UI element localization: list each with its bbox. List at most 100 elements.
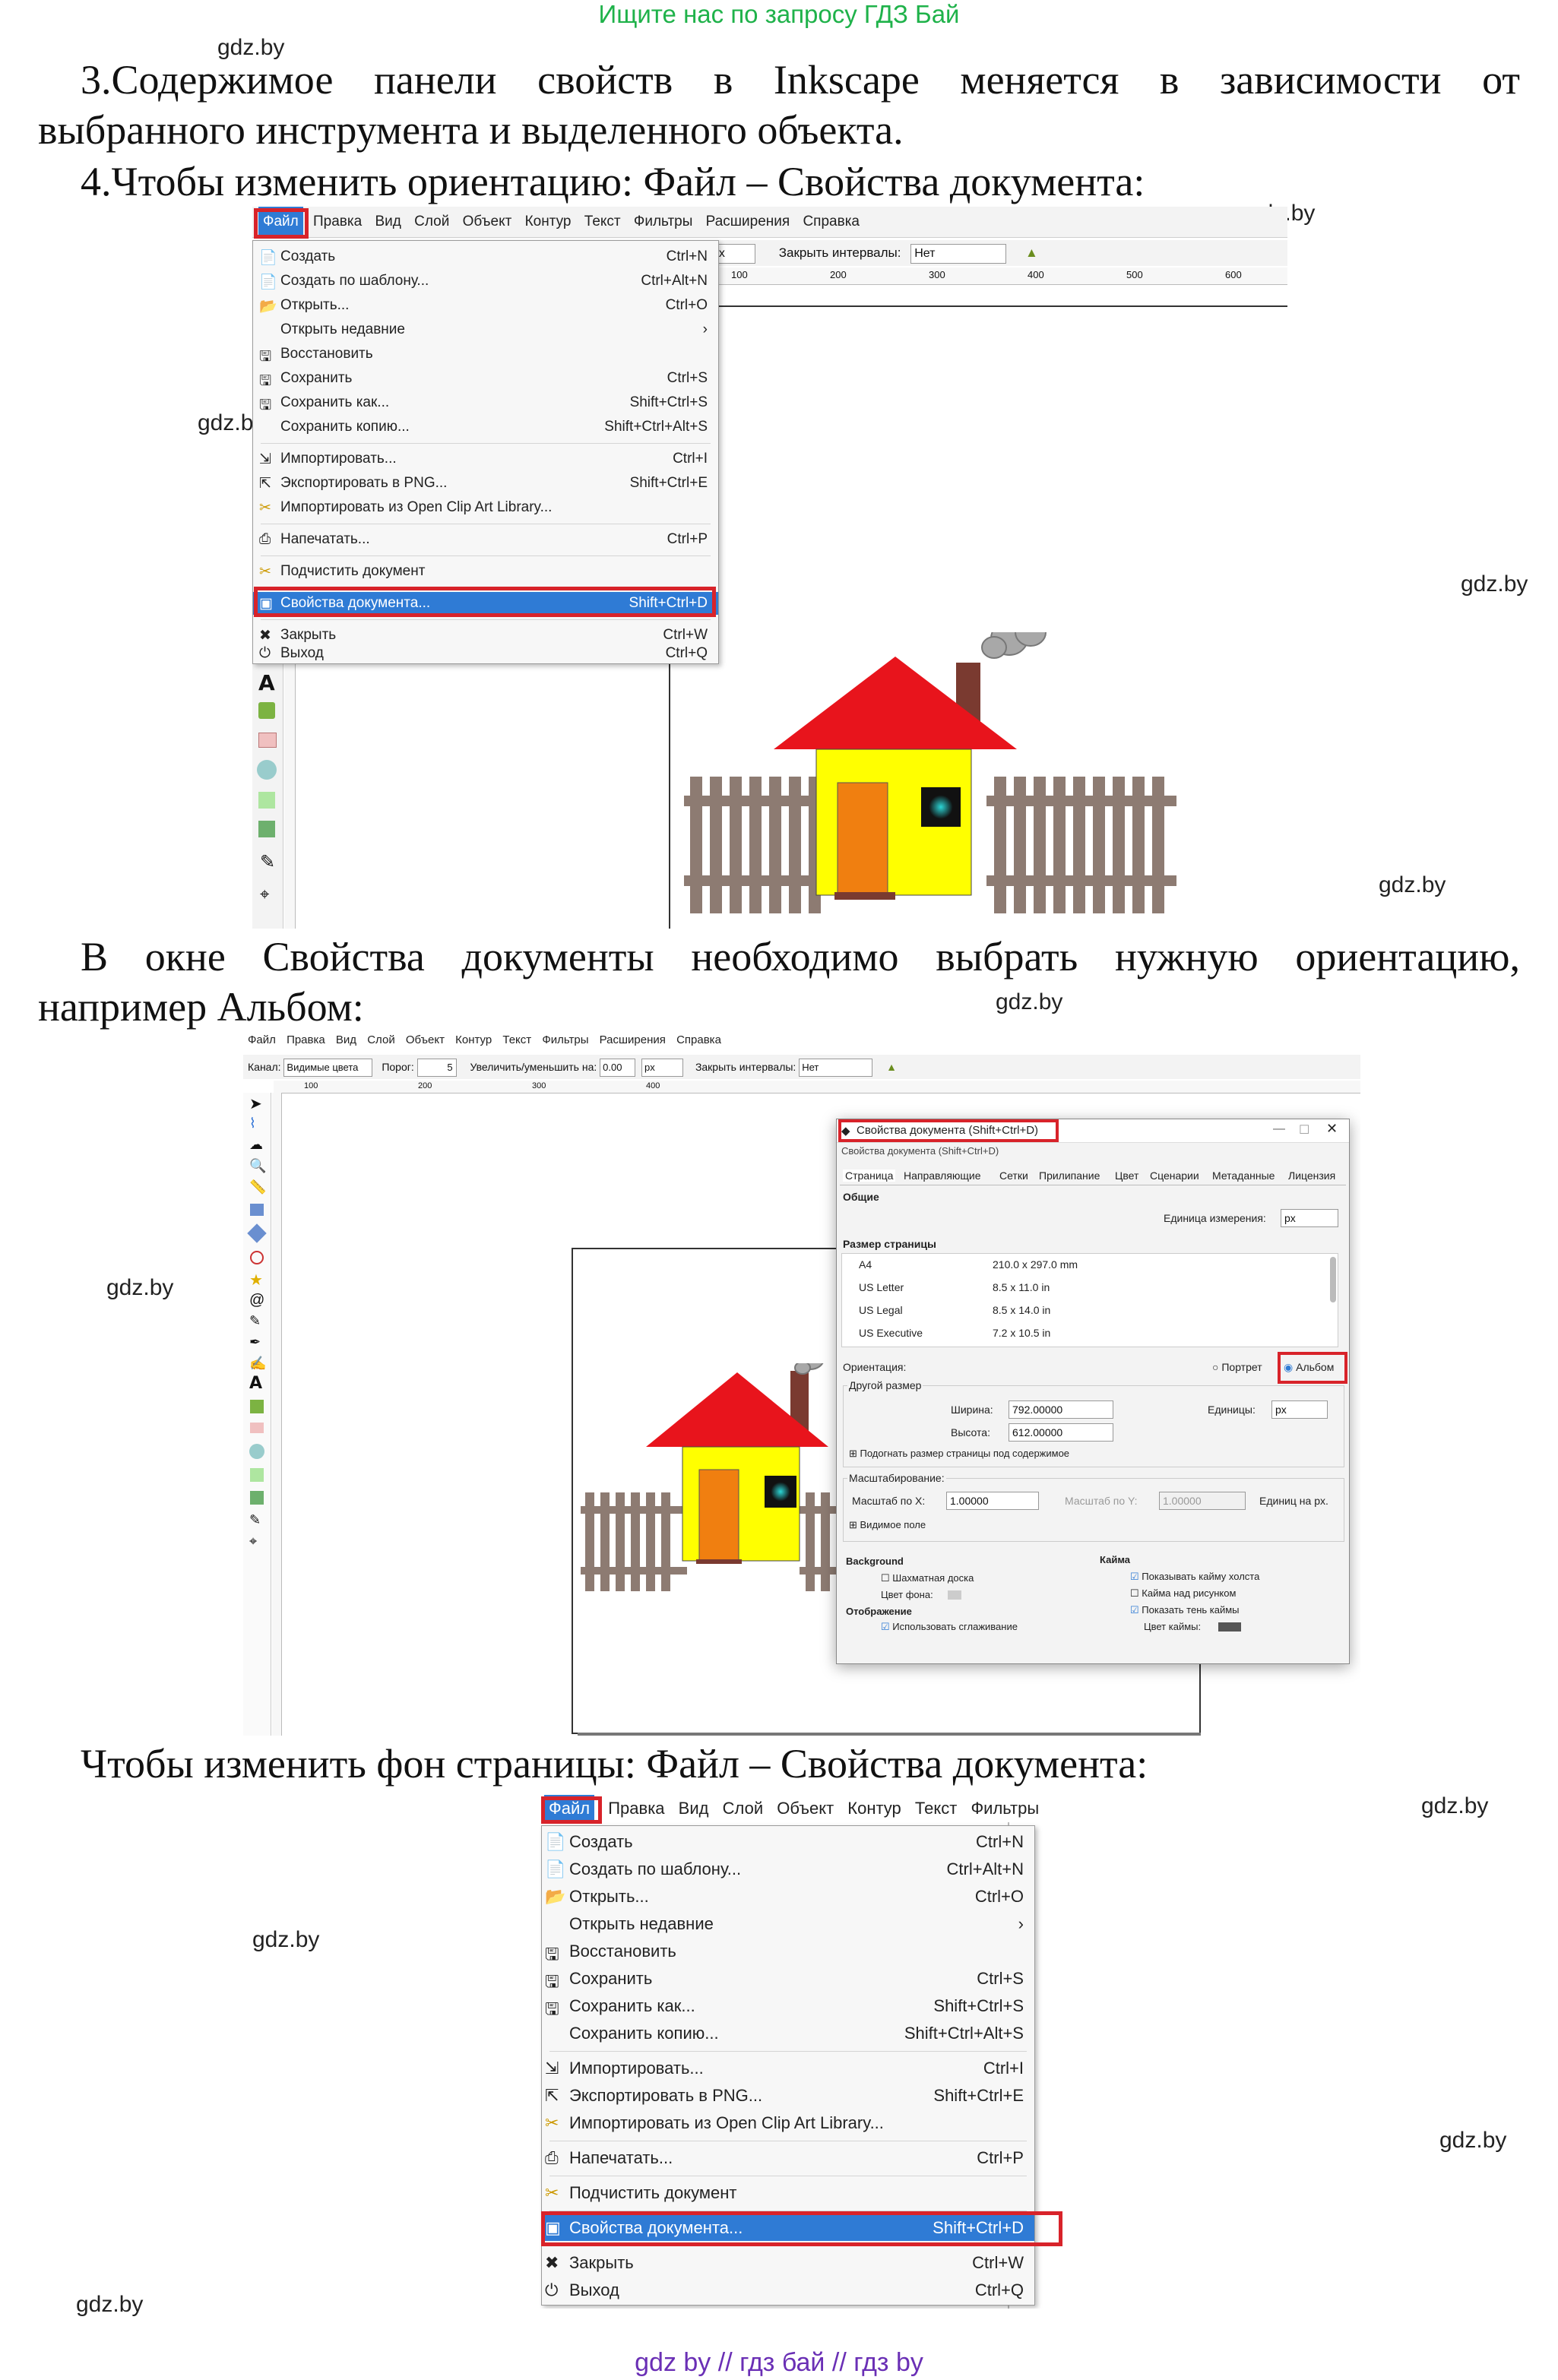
gradient-tool-icon[interactable] <box>250 1468 264 1482</box>
menu-item-revert[interactable]: 🖫Восстановить <box>545 1942 676 1964</box>
scale-y-input[interactable]: 1.00000 <box>1159 1492 1246 1510</box>
text-tool-icon[interactable]: A <box>249 1374 263 1393</box>
menu-filters[interactable]: Фильтры <box>542 1033 589 1046</box>
menu-layer[interactable]: Слой <box>414 214 450 229</box>
connector-tool-icon[interactable]: ⌖ <box>249 1533 258 1549</box>
menu-item-document-properties[interactable]: ▣Свойства документа...Shift+Ctrl+D <box>253 592 718 615</box>
menu-item-import[interactable]: ⇲Импортировать...Ctrl+I <box>545 2059 1024 2078</box>
menu-item-print[interactable]: ⎙Напечатать...Ctrl+P <box>545 2148 1024 2167</box>
menu-item-vacuum[interactable]: ✂Подчистить документ <box>545 2183 737 2202</box>
menu-view[interactable]: Вид <box>678 1799 709 1818</box>
connector-tool-icon[interactable]: ⌖ <box>260 885 270 904</box>
menu-text[interactable]: Текст <box>914 1799 958 1818</box>
menu-item-save-copy[interactable]: Сохранить копию...Shift+Ctrl+Alt+S <box>569 2024 1024 2043</box>
menu-layer[interactable]: Слой <box>722 1799 764 1818</box>
tab-page[interactable]: Страница <box>843 1169 896 1182</box>
spray-tool-icon[interactable] <box>250 1400 264 1413</box>
paint-bucket-icon[interactable] <box>249 1444 264 1459</box>
calligraphy-tool-icon[interactable]: ✍ <box>249 1356 267 1371</box>
menu-path[interactable]: Контур <box>847 1799 901 1818</box>
menu-extensions[interactable]: Расширения <box>599 1033 666 1046</box>
menu-item-open[interactable]: 📂Открыть...Ctrl+O <box>545 1887 1024 1906</box>
menu-view[interactable]: Вид <box>375 214 401 229</box>
grow-spin[interactable]: 0.00 <box>600 1059 636 1078</box>
portrait-radio[interactable]: ○ Портрет <box>1212 1361 1262 1373</box>
menu-layer[interactable]: Слой <box>367 1033 395 1046</box>
menu-item-new-from-template[interactable]: 📄Создать по шаблону...Ctrl+Alt+N <box>259 273 708 290</box>
tab-grids[interactable]: Сетки <box>999 1169 1028 1182</box>
gradient-tool-icon[interactable] <box>258 792 275 809</box>
menu-filters[interactable]: Фильтры <box>971 1799 1040 1818</box>
show-border-checkbox[interactable]: ☑ Показывать кайму холста <box>1130 1571 1260 1582</box>
minimize-button[interactable]: — <box>1273 1122 1285 1135</box>
menu-item-print[interactable]: ⎙Напечатать...Ctrl+P <box>259 531 708 547</box>
menu-filters[interactable]: Фильтры <box>633 214 693 229</box>
bg-color-swatch[interactable] <box>948 1590 961 1600</box>
height-input[interactable]: 612.00000 <box>1009 1423 1113 1442</box>
menu-item-save-copy[interactable]: Сохранить копию...Shift+Ctrl+Alt+S <box>280 419 708 435</box>
menu-object[interactable]: Объект <box>462 214 512 229</box>
menu-text[interactable]: Текст <box>502 1033 532 1046</box>
measure-tool-icon[interactable]: 📏 <box>249 1179 267 1195</box>
menu-extensions[interactable]: Расширения <box>705 214 790 229</box>
snap-icon[interactable]: ▲ <box>886 1061 897 1073</box>
menu-edit[interactable]: Правка <box>313 214 363 229</box>
viewbox-expander[interactable]: ⊞ Видимое поле <box>849 1519 926 1530</box>
display-unit-select[interactable]: px <box>1281 1209 1338 1227</box>
snap-select[interactable]: Нет <box>910 243 1007 264</box>
antialias-checkbox[interactable]: ☑ Использовать сглаживание <box>881 1621 1018 1632</box>
spray-tool-icon[interactable] <box>258 702 275 719</box>
menu-item-import-clipart[interactable]: ✂Импортировать из Open Clip Art Library.… <box>259 499 553 516</box>
units-select[interactable]: px <box>1271 1400 1328 1419</box>
pencil-tool-icon[interactable]: ✎ <box>249 1313 261 1328</box>
menu-help[interactable]: Справка <box>676 1033 721 1046</box>
selector-tool-icon[interactable]: ➤ <box>249 1096 262 1112</box>
pen-tool-icon[interactable]: ✒ <box>249 1334 261 1350</box>
text-tool-icon[interactable]: A <box>258 670 275 695</box>
menu-path[interactable]: Контур <box>524 214 572 229</box>
tab-snap[interactable]: Прилипание <box>1039 1169 1100 1182</box>
scale-x-input[interactable]: 1.00000 <box>946 1492 1039 1510</box>
menu-item-export-png[interactable]: ⇱Экспортировать в PNG...Shift+Ctrl+E <box>545 2086 1024 2105</box>
menu-path[interactable]: Контур <box>455 1033 492 1046</box>
menu-edit[interactable]: Правка <box>608 1799 665 1818</box>
menu-item-open-recent[interactable]: Открыть недавние› <box>280 321 708 337</box>
checkerboard-checkbox[interactable]: ☐ Шахматная доска <box>881 1572 974 1584</box>
zoom-tool-icon[interactable]: 🔍 <box>249 1158 267 1173</box>
menu-item-revert[interactable]: 🖫Восстановить <box>259 346 373 365</box>
menu-item-save-as[interactable]: 🖫Сохранить как...Shift+Ctrl+S <box>259 394 708 413</box>
menu-object[interactable]: Объект <box>777 1799 834 1818</box>
menu-object[interactable]: Объект <box>405 1033 445 1046</box>
tweak-tool-icon[interactable]: ☁ <box>249 1137 263 1152</box>
eraser-tool-icon[interactable] <box>250 1423 264 1433</box>
tab-color[interactable]: Цвет <box>1115 1169 1139 1182</box>
fit-page-expander[interactable]: ⊞ Подогнать размер страницы под содержим… <box>849 1448 1070 1459</box>
paint-bucket-icon[interactable] <box>257 760 277 780</box>
3dbox-tool-icon[interactable] <box>247 1223 267 1243</box>
menu-item-open[interactable]: 📂Открыть...Ctrl+O <box>259 297 708 315</box>
channel-select[interactable]: Видимые цвета <box>283 1059 373 1078</box>
tab-metadata[interactable]: Метаданные <box>1212 1169 1275 1182</box>
snap-select[interactable]: Нет <box>799 1059 873 1078</box>
border-shadow-checkbox[interactable]: ☑ Показать тень каймы <box>1130 1604 1240 1616</box>
menu-item-vacuum[interactable]: ✂Подчистить документ <box>259 563 426 580</box>
menu-item-import-clipart[interactable]: ✂Импортировать из Open Clip Art Library.… <box>545 2113 884 2132</box>
threshold-spin[interactable]: 5 <box>416 1059 457 1078</box>
dropper-tool-icon[interactable]: ✎ <box>249 1512 261 1527</box>
list-scrollbar[interactable] <box>1330 1257 1336 1302</box>
menu-item-open-recent[interactable]: Открыть недавние› <box>569 1914 1024 1933</box>
menu-text[interactable]: Текст <box>584 214 621 229</box>
menu-item-document-properties[interactable]: ▣Свойства документа...Shift+Ctrl+D <box>542 2215 1034 2241</box>
menu-item-export-png[interactable]: ⇱Экспортировать в PNG...Shift+Ctrl+E <box>259 475 708 492</box>
menu-item-new-from-template[interactable]: 📄Создать по шаблону...Ctrl+Alt+N <box>545 1859 1024 1878</box>
menu-item-import[interactable]: ⇲Импортировать...Ctrl+I <box>259 451 708 467</box>
width-input[interactable]: 792.00000 <box>1009 1400 1113 1419</box>
mesh-tool-icon[interactable] <box>258 821 275 837</box>
